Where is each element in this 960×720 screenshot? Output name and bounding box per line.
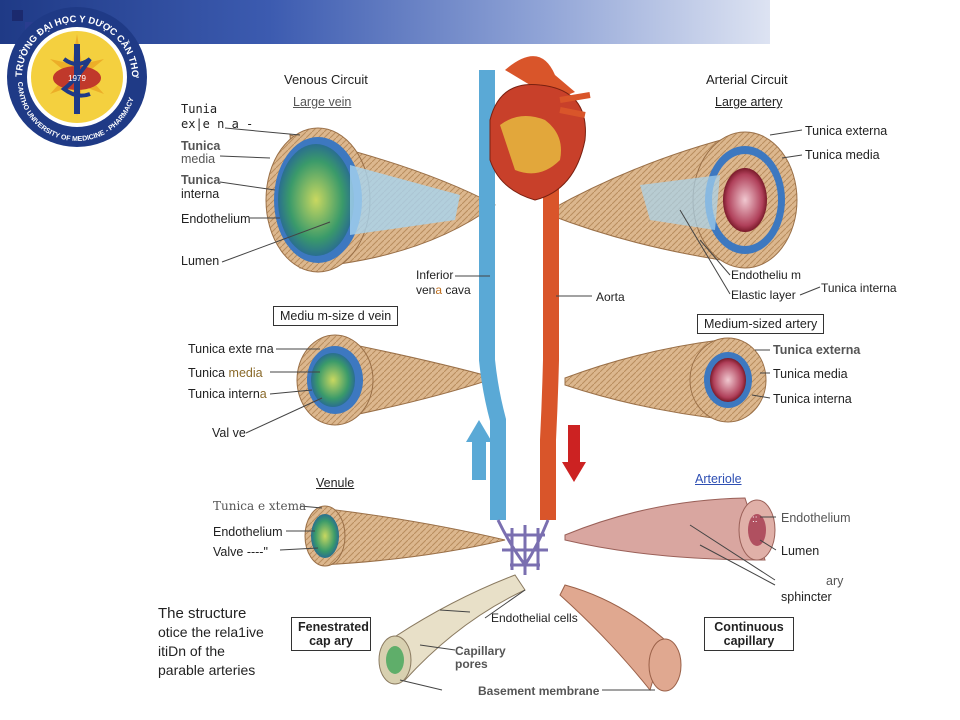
medium-artery-heading: Medium-sized artery (697, 314, 825, 334)
venule-externa-label: Tunica e xtema (213, 499, 307, 513)
basement-membrane-label: Basement membrane (478, 684, 600, 698)
arterial-flow-arrow (562, 425, 586, 482)
venule-illustration (304, 505, 506, 567)
arteriole-illustration (564, 497, 776, 561)
large-vein-lumen-label: Lumen (181, 254, 220, 268)
large-vein-media-label-2: media (181, 152, 216, 166)
medium-vein-media-label: Tunica media (188, 366, 263, 380)
structure-note: The structure otice the rela1ive itiDn o… (158, 604, 264, 680)
sphincter-label-1: ary (826, 574, 844, 588)
medium-artery-externa-label: Tunica externa (773, 343, 861, 357)
arteriole-lumen-label: Lumen (781, 544, 820, 558)
venule-valve-label: Valve ----" (213, 545, 268, 559)
large-artery-externa-label: Tunica externa (805, 124, 888, 138)
venous-circuit-title: Venous Circuit (284, 72, 368, 87)
note-line-2: otice the rela1ive (158, 624, 264, 640)
large-vein-heading: Large vein (293, 95, 352, 109)
banner-square (12, 10, 23, 21)
logo-year: 1979 (68, 74, 86, 83)
large-vein-externa-label-2: ex|e n a - (181, 117, 254, 131)
large-artery-interna-label: Tunica interna (821, 281, 897, 295)
medium-vein-valve-label: Val ve (212, 426, 246, 440)
medium-artery-media-label: Tunica media (773, 367, 848, 381)
note-line-4: parable arteries (158, 662, 256, 678)
aorta-label: Aorta (596, 290, 625, 304)
capillary-bed-illustration (496, 519, 550, 575)
medium-artery-interna-label: Tunica interna (773, 392, 852, 406)
medium-artery-illustration (564, 337, 767, 423)
large-artery-heading: Large artery (715, 95, 783, 109)
heart-illustration (489, 56, 591, 201)
large-vein-interna-label-2: interna (181, 187, 220, 201)
large-artery-endothelium-label: Endotheliu m (731, 268, 802, 282)
university-logo: TRƯỜNG ĐẠI HỌC Y DƯỢC CẦN THƠ CANTHO UNI… (7, 7, 147, 147)
venous-flow-arrow (466, 420, 492, 480)
large-vein-illustration (265, 127, 496, 273)
note-line-3: itiDn of the (158, 643, 225, 659)
arteriole-endothelium-label: Endothelium (781, 511, 851, 525)
arteriole-dots: :: (752, 514, 758, 525)
medium-vein-interna-label: Tunica interna (188, 387, 267, 401)
large-vein-endothelium-label: Endothelium (181, 212, 251, 226)
large-vein-media-label-1: Tunica (181, 139, 221, 153)
medium-vein-illustration (296, 334, 497, 426)
large-vein-externa-label-1: Tunia (181, 102, 218, 116)
medium-vein-externa-label: Tunica exte rna (188, 342, 274, 356)
ivc-label-1: Inferior (416, 268, 454, 282)
large-artery-media-label: Tunica media (805, 148, 880, 162)
venule-heading: Venule (316, 476, 355, 490)
endothelial-cells-label: Endothelial cells (491, 611, 578, 625)
medium-vein-heading: Mediu m-size d vein (273, 306, 399, 326)
continuous-capillary-illustration (559, 584, 682, 692)
note-line-1: The structure (158, 605, 247, 622)
large-vein-interna-label-1: Tunica (181, 173, 221, 187)
arterial-circuit-title: Arterial Circuit (706, 72, 788, 87)
large-artery-elastic-layer-label: Elastic layer (731, 288, 796, 302)
ivc-label-2: vena cava (416, 283, 471, 297)
aorta-vessel (540, 90, 559, 520)
arteriole-heading: Arteriole (695, 472, 742, 486)
sphincter-label-2: sphincter (781, 590, 832, 604)
leader-lines (219, 127, 821, 691)
large-artery-illustration (549, 131, 798, 269)
fenestrated-capillary-illustration (378, 574, 526, 685)
venule-endothelium-label: Endothelium (213, 525, 283, 539)
vena-cava-vessel (479, 70, 506, 520)
